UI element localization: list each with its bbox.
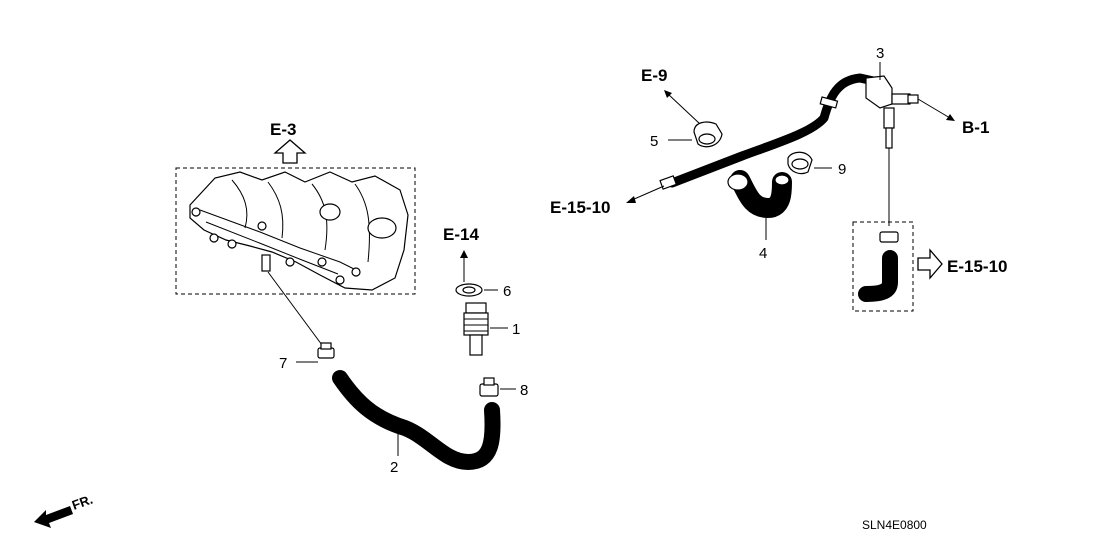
clamp-5 [693,121,723,148]
ref-e14-label: E-14 [443,225,479,244]
pcv-valve-1 [463,302,489,356]
hose-2 [332,370,501,470]
clamp-9 [787,151,813,175]
diagram-code: SLN4E0800 [862,518,927,532]
part-4-number: 4 [759,245,767,262]
part-7-number: 7 [279,355,287,372]
manifold-nipple [261,254,271,272]
ref-e15-10-right-label: E-15-10 [947,257,1007,276]
clamp-8 [479,377,499,397]
hollow-up-arrow-icon [273,139,307,164]
arrow-b1-icon [946,114,955,121]
ref-e15-10-left-label: E-15-10 [550,198,610,217]
manifold-dashed-frame [175,167,416,295]
front-direction-arrow-icon [34,506,73,528]
intake-manifold-group [175,167,416,295]
ref-b1-label: B-1 [962,118,989,137]
joint-3 [865,75,919,149]
ref-e3-label: E-3 [270,120,296,139]
arrow-up-e14-icon [460,250,468,258]
part-8-number: 8 [520,382,528,399]
front-label: FR. [70,492,95,513]
clamp-7 [317,342,335,359]
drain-hose-group [852,221,914,312]
arrow-e9-icon [664,90,672,98]
part-5-number: 5 [650,133,658,150]
part-3-number: 3 [876,45,884,62]
drain-hose-dashed-frame [852,221,914,312]
breather-tube [659,73,883,190]
hose-4 [727,170,792,218]
part-6-number: 6 [503,283,511,300]
part-2-number: 2 [390,459,398,476]
part-9-number: 9 [838,161,846,178]
part-1-number: 1 [512,321,520,338]
hollow-right-arrow-icon [917,248,943,280]
ref-e9-label: E-9 [641,66,667,85]
arrow-e15-10-left-icon [626,196,636,203]
